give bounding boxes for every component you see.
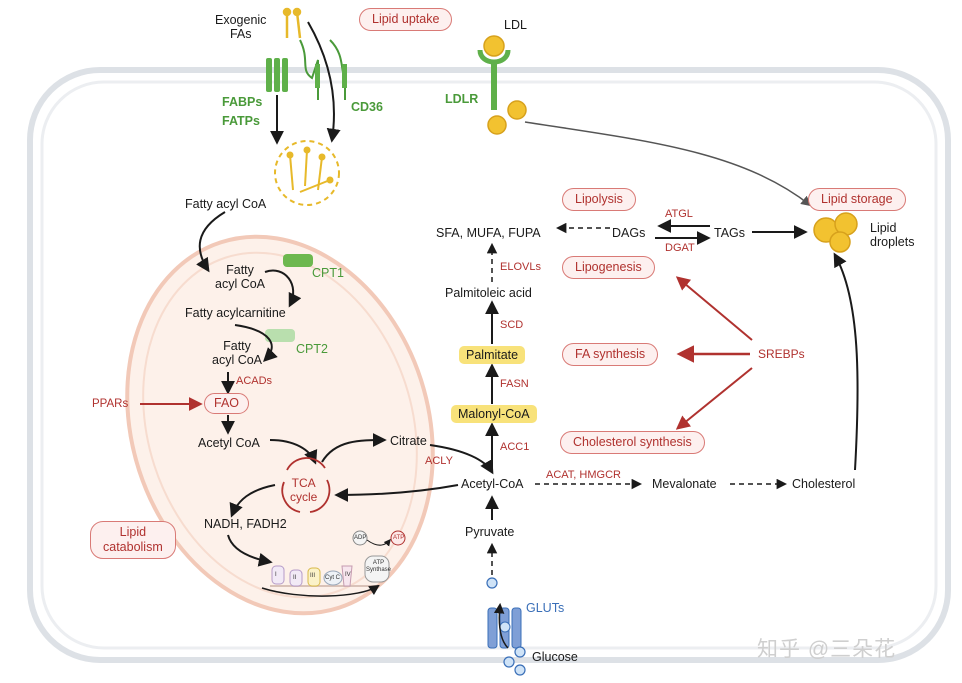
fa-synthesis-tag: FA synthesis: [562, 343, 659, 366]
fatty-acyl-coa-cytosol: Fatty acyl CoA: [185, 197, 267, 211]
etc-complex-iii-label: III: [310, 573, 316, 579]
ldl-particle-1: [507, 100, 527, 120]
arrow-glucose-in: [493, 602, 509, 649]
cell-membrane-outer: [27, 67, 951, 663]
glucose-label: Glucose: [532, 650, 578, 664]
cd36-transporter-icon: [299, 39, 347, 100]
acat-hmgcr-label: ACAT, HMGCR: [546, 469, 621, 481]
mitochondrion: [125, 234, 435, 616]
arrow-srebps-to-lipogenesis: [675, 276, 753, 341]
etc-complex-ii-label: II: [293, 575, 297, 581]
ldlr-receptor-icon: [477, 35, 511, 110]
ldl-label: LDL: [504, 18, 527, 32]
lipogenesis-tag: Lipogenesis: [562, 256, 655, 279]
arrow-cholesterol-to-droplets: [833, 252, 859, 471]
arrow-cpt2: [234, 324, 278, 362]
palmitate-label: Palmitate: [459, 346, 526, 364]
lipid-storage-tag: Lipid storage: [808, 188, 906, 211]
srebps-label: SREBPs: [758, 347, 805, 361]
acc1-label: ACC1: [500, 441, 530, 453]
elovls-label: ELOVLs: [500, 261, 541, 273]
mevalonate-label: Mevalonate: [652, 477, 717, 491]
arrow-srebps-to-cholesterol-synthesis: [675, 367, 753, 430]
arrow-tca-to-nadh: [229, 484, 276, 518]
acetyl-coa-mito-label: Acetyl CoA: [198, 436, 260, 450]
cholesterol-label: Cholesterol: [792, 477, 856, 491]
gluts-label: GLUTs: [526, 601, 565, 615]
citrate-label: Citrate: [390, 434, 427, 448]
electron-transport-chain-icon: [261, 530, 406, 597]
etc-complex-i-label: I: [275, 572, 277, 578]
arrow-acylcoa-into-mito: [196, 211, 226, 273]
mitochondrion-inner: [142, 251, 418, 599]
acads-label: ACADs: [236, 375, 273, 387]
sfa-mufa-fupa-label: SFA, MUFA, FUPA: [436, 226, 541, 240]
cholesterol-synthesis-tag: Cholesterol synthesis: [560, 431, 705, 454]
fasn-label: FASN: [500, 378, 529, 390]
ldlr-label: LDLR: [445, 92, 479, 106]
fa-vesicle-icon: [274, 140, 340, 206]
tags-label: TAGs: [714, 226, 746, 240]
arrow-cd36-to-vesicle: [307, 21, 341, 143]
fatty-acylcarnitine-label: Fatty acylcarnitine: [185, 306, 286, 320]
ldl-particle-2: [487, 115, 507, 135]
fabp-transporter-icon: [266, 58, 288, 92]
cd36-label: CD36: [351, 100, 383, 114]
adp-label: ADP: [354, 535, 367, 541]
cpt1-transporter-icon: [283, 254, 313, 267]
arrow-tca-to-citrate: [321, 433, 387, 463]
palmitoleic-acid-label: Palmitoleic acid: [445, 286, 532, 300]
cpt1-label: CPT1: [312, 266, 344, 280]
acly-label: ACLY: [425, 455, 453, 467]
glucose-molecules-icon: [486, 577, 526, 676]
cpt2-label: CPT2: [296, 342, 328, 356]
nadh-fadh2-label: NADH, FADH2: [204, 517, 287, 531]
dgat-label: DGAT: [665, 242, 695, 254]
scd-label: SCD: [500, 319, 524, 331]
atgl-label: ATGL: [665, 208, 693, 220]
pyruvate-label: Pyruvate: [465, 525, 515, 539]
arrow-citrate-to-acetylcoa: [429, 444, 494, 475]
tca-cycle-icon: [281, 457, 331, 513]
watermark: 知乎 @三朵花: [757, 638, 897, 661]
malonyl-coa-label: Malonyl-CoA: [451, 405, 537, 423]
fao-badge: FAO: [204, 393, 250, 414]
etc-cytc-label: Cyt C: [325, 575, 340, 581]
exogenic-fa-icon: [282, 7, 302, 39]
arrow-acetylcoa-to-tca-back: [334, 484, 459, 502]
dags-label: DAGs: [612, 226, 646, 240]
acetyl-coa-label: Acetyl-CoA: [461, 477, 524, 491]
etc-complex-iv-label: IV: [345, 572, 351, 578]
cpt2-transporter-icon: [265, 329, 295, 342]
lipid-droplets-icon: [813, 212, 858, 253]
arrow-ldl-to-storage: [524, 121, 812, 207]
ppars-label: PPARs: [92, 398, 129, 410]
arrow-nadh-to-etc: [227, 534, 273, 567]
arrow-cpt1: [264, 269, 302, 308]
lipolysis-tag: Lipolysis: [562, 188, 636, 211]
lipid-uptake-tag: Lipid uptake: [359, 8, 453, 31]
atp-label: ATP: [393, 535, 405, 541]
